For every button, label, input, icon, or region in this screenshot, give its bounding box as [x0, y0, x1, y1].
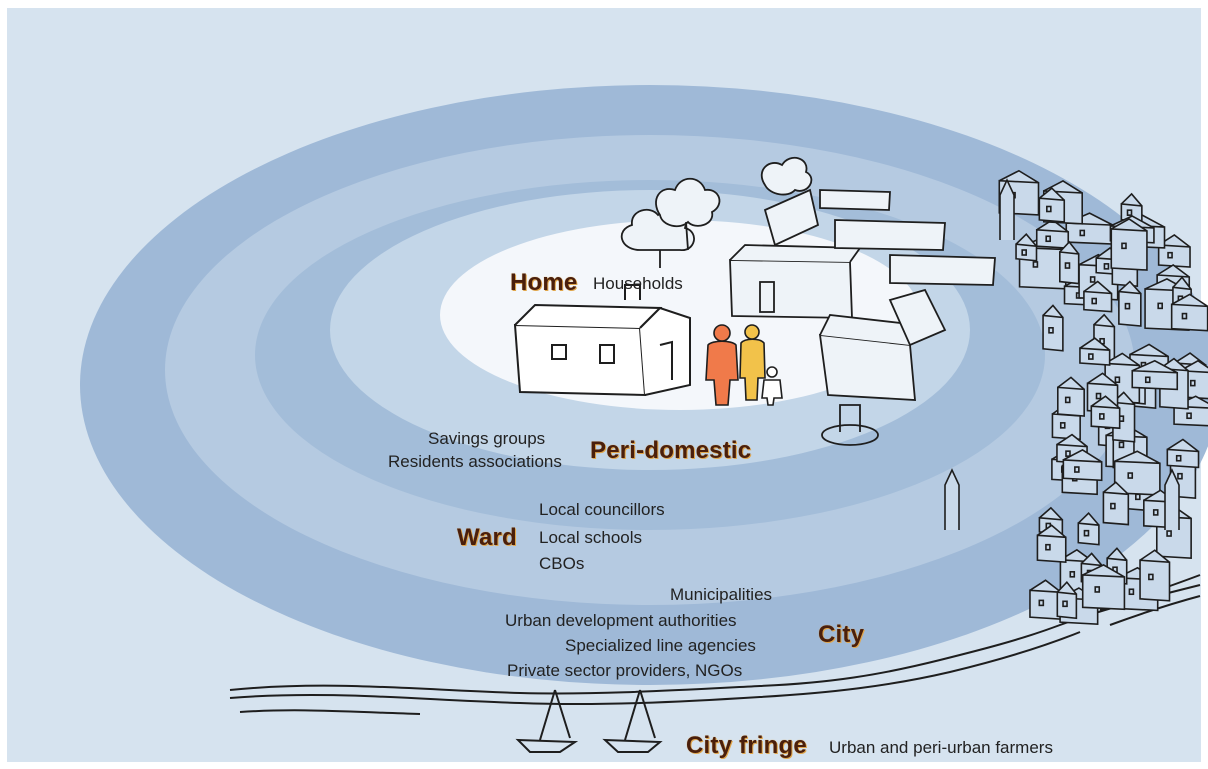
town-window [1062, 600, 1068, 608]
town-window [1099, 413, 1105, 420]
town-buildings-icon [944, 169, 1208, 626]
town-window [1088, 353, 1094, 360]
city-fringe-actor-farmers: Urban and peri-urban farmers [829, 738, 1053, 757]
city-actor-private-sector-providers-ngos: Private sector providers, NGOs [507, 661, 743, 680]
town-window [1126, 209, 1133, 216]
town-window [1089, 276, 1096, 283]
town-building [1083, 280, 1113, 313]
church-spire [1164, 468, 1180, 530]
city-actor-municipalities: Municipalities [670, 585, 773, 604]
town-window [1166, 530, 1172, 537]
town-window [1103, 263, 1110, 270]
town-building [1038, 187, 1066, 223]
town-building [1157, 233, 1191, 268]
house-icon [513, 284, 691, 397]
town-building [1062, 448, 1103, 482]
town-window [1144, 376, 1151, 384]
people-icon [705, 324, 783, 406]
town-window [1095, 392, 1102, 400]
town-window [1186, 412, 1192, 420]
town-window [1059, 422, 1066, 429]
town-building [1038, 506, 1064, 535]
town-building [1131, 359, 1179, 391]
town-window [1167, 251, 1173, 259]
town-window [1127, 472, 1134, 479]
town-building [1079, 337, 1111, 366]
town-window [1065, 450, 1071, 457]
city-actor-urban-development-authorities: Urban development authorities [505, 611, 737, 630]
town-building [1015, 233, 1038, 262]
town-window [1021, 249, 1027, 256]
town-window [1177, 472, 1183, 480]
city-actor-specialized-line-agencies: Specialized line agencies [565, 636, 756, 655]
town-window [1152, 509, 1159, 516]
zone-city-label: City [818, 621, 865, 648]
town-window [1148, 573, 1154, 581]
peri-domestic-actor-residents-associations: Residents associations [388, 452, 562, 471]
zone-ward-label: Ward [457, 524, 517, 551]
town-building [1110, 218, 1148, 271]
town-window [1046, 205, 1052, 213]
town-building [1081, 564, 1126, 611]
town-window [1121, 242, 1127, 250]
town-window [1045, 235, 1051, 243]
town-window [1135, 493, 1141, 501]
ward-actor-local-councillors: Local councillors [539, 500, 665, 519]
town-window [1175, 454, 1182, 462]
town-window [1045, 543, 1051, 551]
town-building [1056, 376, 1085, 417]
town-building [1056, 580, 1078, 620]
town-window [1083, 529, 1090, 537]
town-window [1074, 466, 1080, 473]
town-window [1064, 262, 1071, 269]
town-window [1091, 297, 1098, 305]
town-window [1189, 379, 1196, 387]
peri-domestic-actor-savings-groups: Savings groups [428, 429, 546, 448]
town-window [1048, 327, 1054, 334]
coastline-icon [229, 584, 1201, 715]
town-building [1170, 293, 1208, 332]
town-window [1124, 302, 1131, 310]
town-building [1166, 438, 1200, 469]
town-window [1128, 588, 1135, 596]
town-building [1077, 511, 1100, 546]
church-spire [999, 178, 1015, 240]
town-building [1139, 549, 1171, 602]
town-window [1038, 599, 1045, 607]
town-window [1114, 376, 1121, 384]
town-window [1032, 261, 1039, 268]
village-houses-icon [729, 188, 996, 401]
boat-icon [515, 689, 663, 753]
town-window [1110, 502, 1116, 510]
zone-city-fringe-label: City fringe [686, 732, 807, 759]
trees-icon [620, 156, 813, 268]
town-window [1118, 441, 1125, 449]
town-window [1079, 229, 1086, 237]
town-building [1036, 524, 1067, 564]
home-actor-households: Households [593, 274, 683, 293]
zone-home-label: Home [510, 269, 578, 296]
town-building [1102, 481, 1130, 526]
town-building [1090, 395, 1121, 430]
town-window [1094, 586, 1101, 593]
town-window [1181, 312, 1188, 320]
well-icon [821, 404, 879, 446]
zone-peri-domestic-label: Peri-domestic [590, 437, 752, 464]
church-spire [944, 468, 960, 530]
town-window [1157, 302, 1163, 310]
town-window [1064, 396, 1071, 404]
ward-actor-cbos: CBOs [539, 554, 585, 573]
town-window [1069, 571, 1076, 578]
ward-actor-local-schools: Local schools [539, 528, 643, 547]
